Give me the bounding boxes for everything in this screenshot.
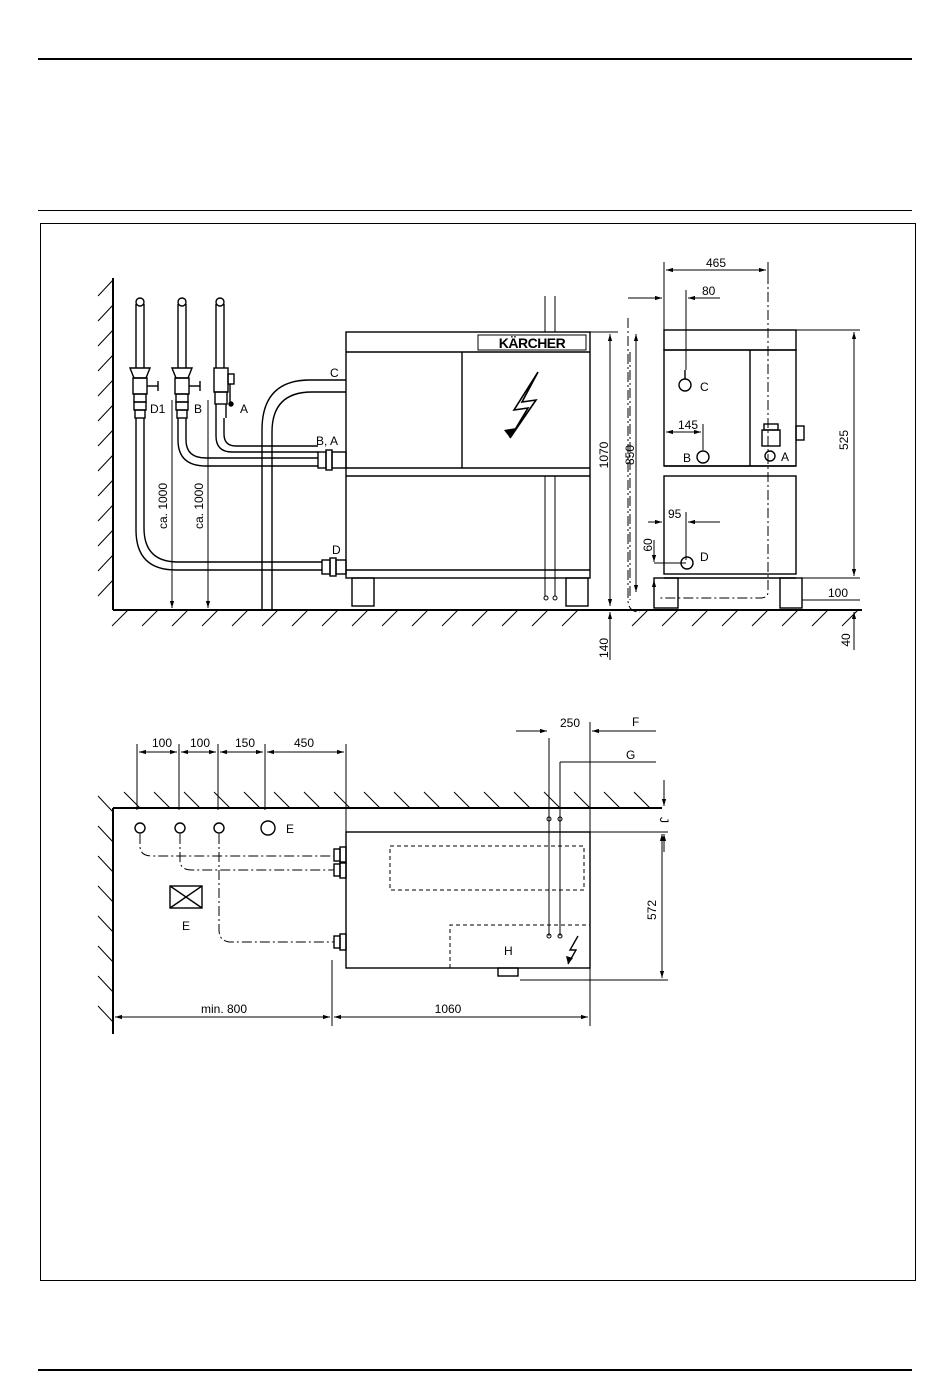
valve-b (172, 298, 200, 418)
label-d1: D1 (150, 402, 166, 416)
plan-dim-250: 250 (560, 716, 580, 730)
connector-d (322, 558, 346, 576)
end-label-b: B (683, 451, 691, 465)
plan-dim-1060: 1060 (435, 1002, 462, 1016)
label-c: C (330, 366, 339, 380)
plan-label-e-box: E (182, 919, 190, 933)
dim-95: 95 (668, 507, 682, 521)
plan-wall-hatch (98, 792, 650, 1022)
plan-bottom-port (498, 968, 518, 976)
end-label-d: D (700, 550, 709, 564)
plan-machine (346, 832, 590, 968)
plan-top-dims (137, 744, 346, 832)
end-connector-a (762, 424, 780, 461)
floor-hatch (112, 610, 858, 626)
plan-dim-100-a: 100 (152, 736, 172, 750)
dim-ca1000-b: ca. 1000 (192, 483, 206, 529)
lightning-icon (504, 372, 538, 438)
plan-dim-100-b: 100 (190, 736, 210, 750)
label-a: A (240, 402, 248, 416)
hose-a (216, 418, 318, 452)
end-view: C B A D 465 80 145 525 95 60 100 (628, 256, 860, 650)
plan-port-1 (135, 823, 145, 833)
dim-525: 525 (837, 430, 851, 450)
end-connector-c (679, 370, 691, 391)
plan-dim-150: 150 (235, 736, 255, 750)
plan-drain-e (261, 821, 275, 835)
end-machine-body (654, 330, 802, 608)
plan-lightning-icon (566, 936, 578, 964)
plan-port-2 (175, 823, 185, 833)
plan-cables (547, 738, 562, 938)
plan-label-e-top: E (286, 822, 294, 836)
valve-a (214, 298, 234, 418)
plan-view: E E H (98, 715, 671, 1034)
dim-465: 465 (706, 256, 726, 270)
plan-connectors (334, 847, 346, 950)
plan-dim-min800: min. 800 (201, 1002, 247, 1016)
plan-label-f: F (632, 715, 639, 729)
dim-145: 145 (678, 418, 698, 432)
end-connector-b (697, 451, 709, 463)
plan-label-j: J (657, 817, 671, 823)
dim-140: 140 (597, 638, 611, 658)
dim-100: 100 (828, 586, 848, 600)
wall-hatch (98, 280, 113, 596)
floor-drain-icon (170, 886, 202, 908)
end-pipe-right (660, 274, 768, 598)
dim-60: 60 (641, 538, 655, 552)
plan-dim-572: 572 (645, 900, 659, 920)
plan-label-g: G (626, 748, 635, 762)
connector-ba (318, 450, 346, 470)
dim-850: 850 (623, 445, 637, 465)
label-b: B (194, 402, 202, 416)
plan-internal-tank (390, 846, 584, 890)
brand-logo: KÄRCHER (499, 335, 566, 351)
plan-label-h: H (504, 944, 513, 958)
end-label-c: C (700, 380, 709, 394)
label-b-a: B, A (316, 434, 338, 448)
side-view: KÄRCHER C B, A D D1 B A ca. 1000 ca. 100… (98, 278, 862, 660)
plan-dim-450: 450 (294, 736, 314, 750)
hose-b (178, 418, 318, 466)
plan-port-3 (214, 823, 224, 833)
label-d: D (332, 543, 341, 557)
dim-1070: 1070 (597, 441, 611, 468)
dim-40: 40 (839, 633, 853, 647)
valve-d1 (130, 298, 158, 418)
end-side-port (796, 426, 804, 440)
end-label-a: A (781, 450, 789, 464)
machine-body (346, 332, 590, 606)
dim-80: 80 (702, 284, 716, 298)
dim-ca1000-a: ca. 1000 (156, 483, 170, 529)
